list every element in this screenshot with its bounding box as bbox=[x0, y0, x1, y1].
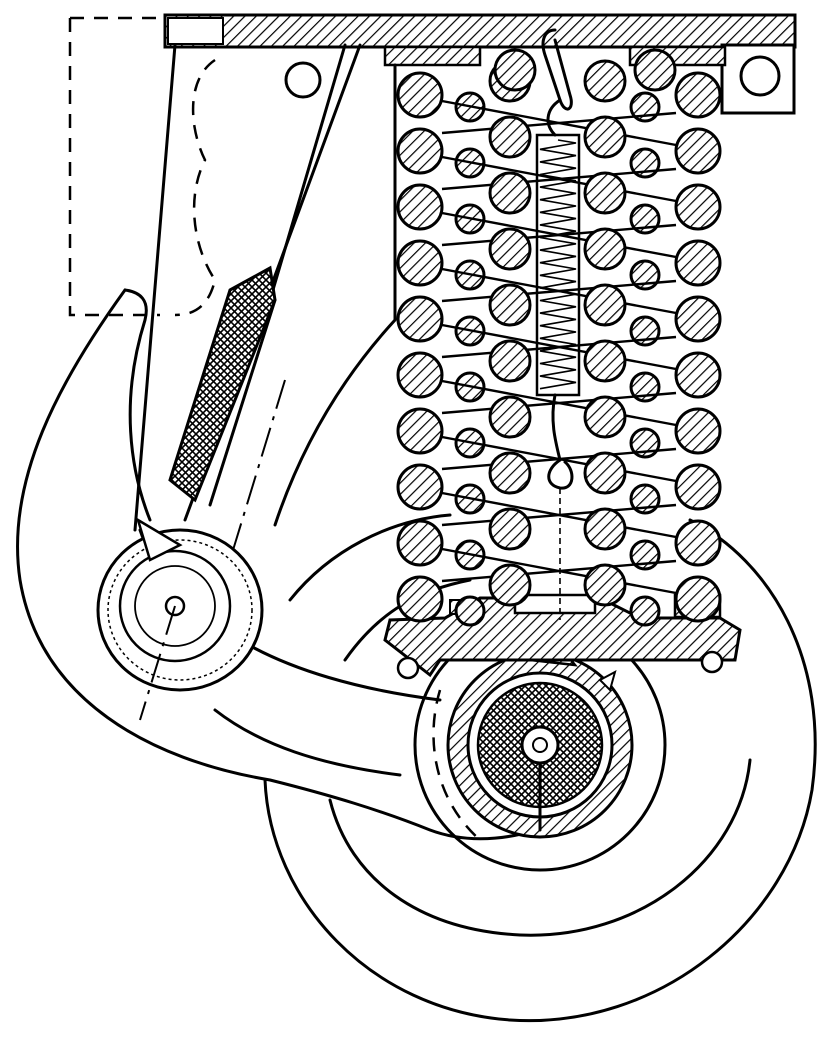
friction-damper-block bbox=[168, 265, 286, 561]
inner-coil-spring bbox=[488, 115, 532, 159]
inner-coil-spring bbox=[488, 563, 532, 607]
outer-coil-spring bbox=[674, 463, 722, 511]
coil-helix-line bbox=[441, 223, 677, 247]
coil-helix-line bbox=[441, 167, 677, 191]
outer-coil-spring bbox=[674, 183, 722, 231]
tension-spring bbox=[535, 28, 581, 620]
inner-coil-spring bbox=[583, 395, 627, 439]
inner-coil-spring bbox=[583, 115, 627, 159]
inner-coil-spring bbox=[488, 507, 532, 551]
inner-coil-spring bbox=[583, 563, 627, 607]
inner-coil-spring bbox=[488, 451, 532, 495]
outer-coil-spring bbox=[674, 575, 722, 623]
inner-coil-spring bbox=[583, 451, 627, 495]
outer-coil-spring bbox=[674, 351, 722, 399]
top-mounting-plate bbox=[163, 13, 797, 115]
wheel-hub bbox=[413, 618, 667, 872]
outer-coil-spring bbox=[674, 239, 722, 287]
inner-coil-spring bbox=[454, 595, 486, 627]
dashed-outline-bracket bbox=[68, 16, 217, 317]
inner-coil-spring bbox=[583, 227, 627, 271]
inner-coil-spring bbox=[488, 339, 532, 383]
inner-coil-spring bbox=[583, 59, 627, 103]
inner-coil-spring bbox=[633, 48, 677, 92]
inner-coil-spring bbox=[493, 48, 537, 92]
inner-coil-spring bbox=[488, 227, 532, 271]
outer-coil-spring bbox=[674, 71, 722, 119]
coil-helix-line bbox=[441, 391, 677, 415]
outer-coil-spring bbox=[396, 127, 444, 175]
outer-coil-spring bbox=[396, 71, 444, 119]
inner-coil-spring bbox=[583, 339, 627, 383]
outer-coil-spring bbox=[396, 519, 444, 567]
outer-coil-spring bbox=[396, 407, 444, 455]
outer-coil-spring bbox=[396, 183, 444, 231]
outer-coil-spring bbox=[396, 575, 444, 623]
coil-helix-line bbox=[441, 111, 677, 135]
outer-coil-spring bbox=[674, 295, 722, 343]
coil-helix-line bbox=[441, 503, 677, 527]
outer-coil-spring bbox=[674, 407, 722, 455]
outer-coil-spring bbox=[396, 351, 444, 399]
inner-coil-spring bbox=[488, 171, 532, 215]
coil-spring-sections bbox=[396, 48, 722, 627]
outer-coil-spring bbox=[674, 519, 722, 567]
outer-coil-spring bbox=[396, 295, 444, 343]
wheel-tyre bbox=[263, 513, 817, 1023]
inner-coil-spring bbox=[488, 395, 532, 439]
coil-helix-line bbox=[441, 559, 677, 583]
outer-coil-spring bbox=[396, 463, 444, 511]
inner-coil-spring bbox=[583, 283, 627, 327]
inner-coil-spring bbox=[629, 595, 661, 627]
inner-coil-spring bbox=[583, 507, 627, 551]
inner-coil-spring bbox=[488, 283, 532, 327]
outer-coil-spring bbox=[674, 127, 722, 175]
pivot-bearing bbox=[96, 517, 264, 721]
outer-coil-spring bbox=[396, 239, 444, 287]
inner-coil-spring bbox=[583, 171, 627, 215]
